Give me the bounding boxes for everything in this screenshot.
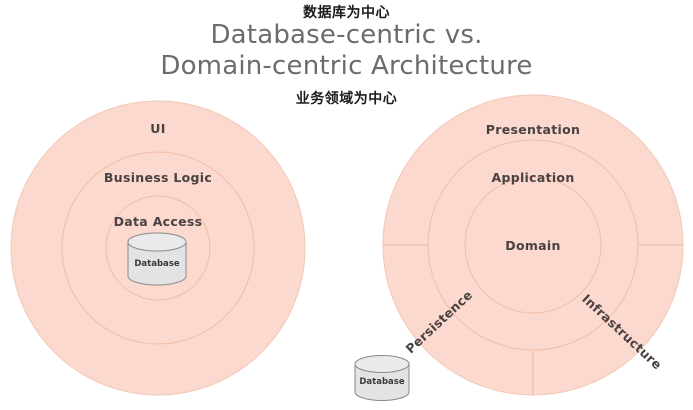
right-label-presentation: Presentation bbox=[486, 122, 580, 137]
chinese-annotation-database-centric: 数据库为中心 bbox=[303, 5, 390, 21]
page-title: Database-centric vs.Domain-centric Archi… bbox=[160, 20, 533, 81]
left-label-ui: UI bbox=[150, 121, 165, 136]
left-label-data-access: Data Access bbox=[114, 214, 203, 229]
right-ring-inner-domain[interactable] bbox=[464, 176, 602, 314]
right-label-application: Application bbox=[491, 170, 574, 185]
cylinder-body bbox=[354, 363, 410, 401]
chinese-annotation-domain-centric: 业务领域为中心 bbox=[295, 91, 398, 107]
left-database-label: Database bbox=[134, 259, 179, 269]
cylinder-top bbox=[127, 232, 187, 252]
bottom-database-label: Database bbox=[359, 377, 404, 387]
left-database-cylinder[interactable]: Database bbox=[127, 232, 187, 286]
right-circles-group: Presentation Application Domain Persiste… bbox=[382, 94, 684, 396]
cylinder-body bbox=[127, 241, 187, 286]
left-label-business-logic: Business Logic bbox=[104, 170, 212, 185]
cylinder-top bbox=[354, 355, 410, 373]
bottom-database-cylinder[interactable]: Database bbox=[354, 355, 410, 401]
right-label-domain: Domain bbox=[505, 238, 560, 253]
